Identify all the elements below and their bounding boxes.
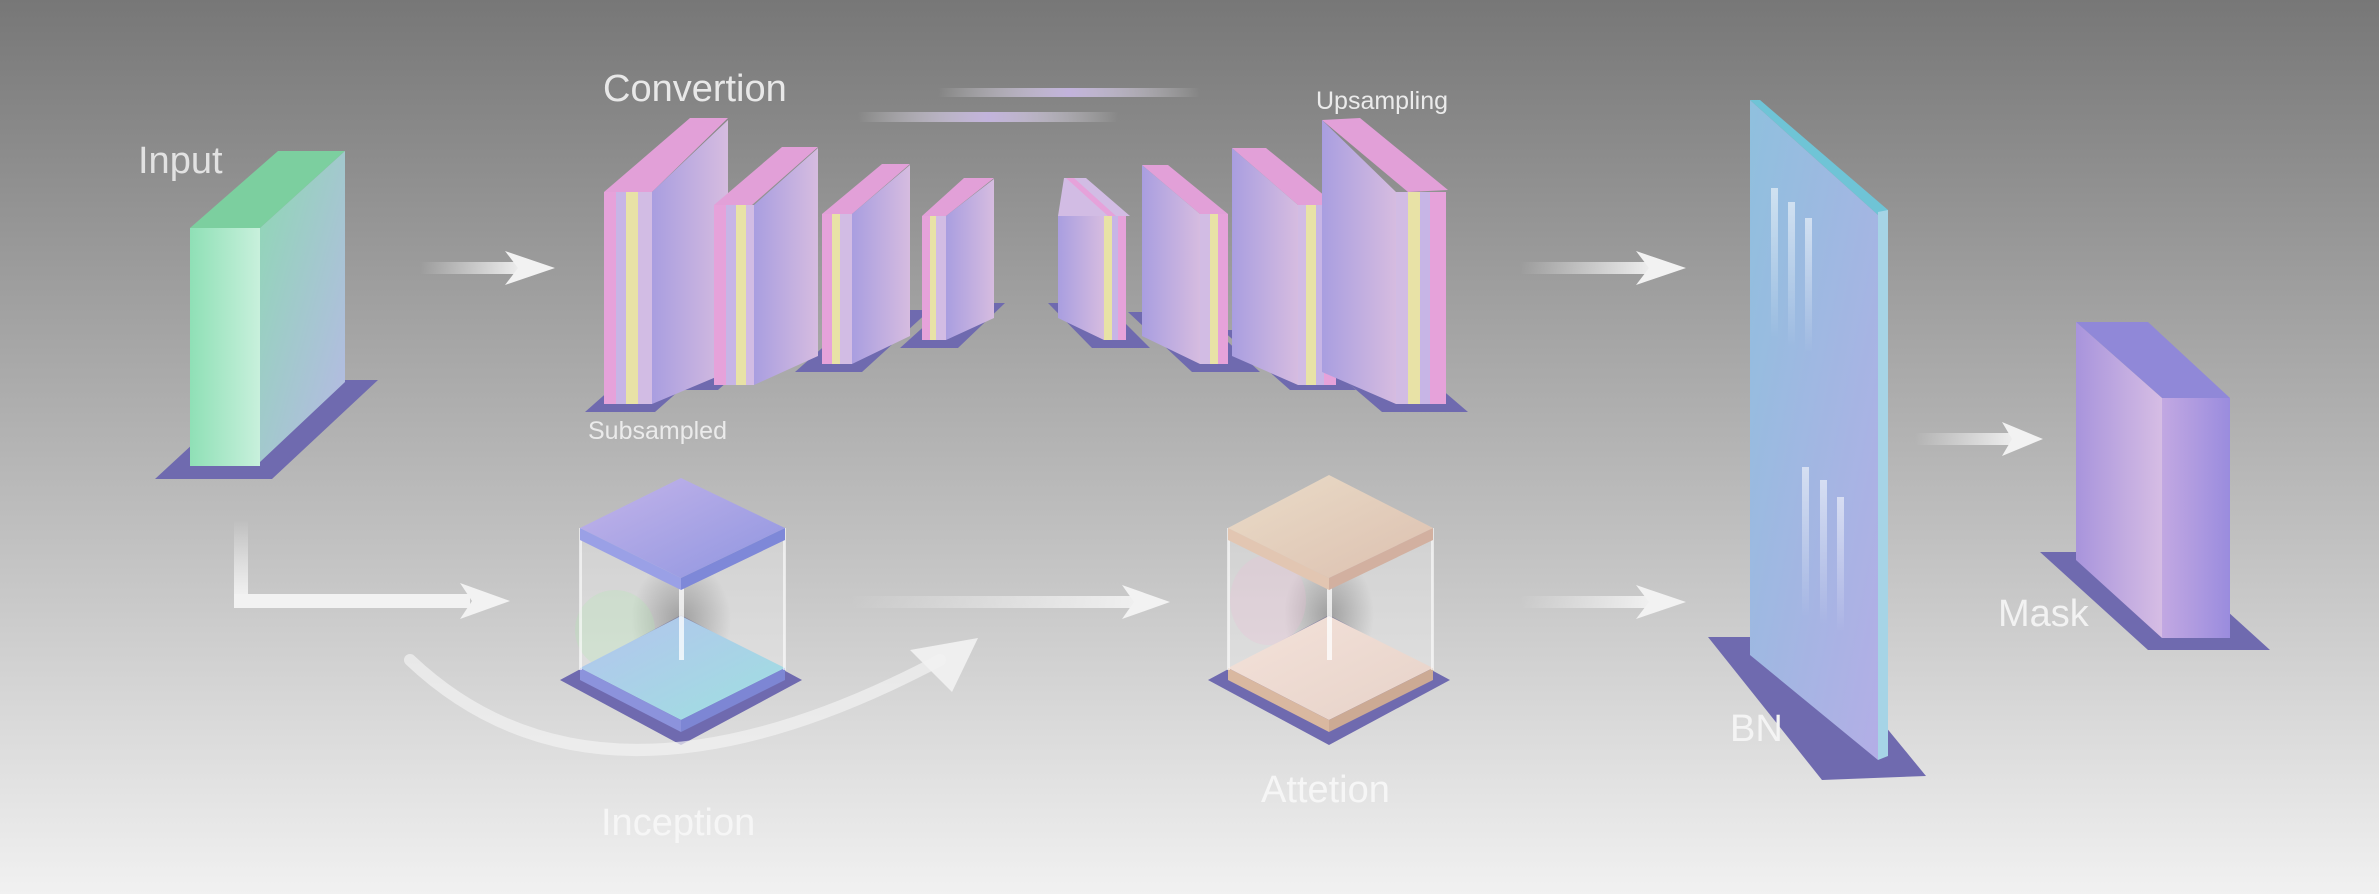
curved-arrow-icon: [404, 638, 978, 756]
decoder-block-1: [1058, 178, 1130, 340]
bottleneck-bar: [858, 112, 1118, 122]
flow-arrows: [234, 251, 2043, 756]
decoder-block-4: [1322, 118, 1448, 404]
bn-tick: [1820, 480, 1827, 625]
bn-tick: [1837, 497, 1844, 632]
encoder-block-3: [822, 164, 910, 364]
input-label: Input: [138, 140, 223, 182]
upsampling-label: Upsampling: [1316, 87, 1449, 115]
convertion-label: Convertion: [603, 68, 787, 110]
right-arrow-icon: [1520, 251, 1686, 285]
right-arrow-icon: [234, 520, 510, 619]
subsampled-label: Subsampled: [588, 417, 727, 445]
bn-tick: [1788, 202, 1795, 347]
mask-block: [2040, 322, 2270, 650]
inception-label: Inception: [601, 802, 756, 844]
bn-block: [1708, 100, 1926, 780]
attention-block: [1208, 475, 1450, 745]
right-arrow-icon: [1915, 422, 2043, 456]
encoder-block-2: [714, 147, 818, 385]
right-arrow-icon: [850, 585, 1170, 619]
bn-tick: [1805, 218, 1812, 353]
bottleneck-bar: [938, 88, 1200, 97]
attetion-label: Attetion: [1261, 769, 1390, 811]
bn-tick: [1771, 188, 1778, 338]
encoder-block-1: [604, 118, 728, 404]
right-arrow-icon: [1520, 585, 1686, 619]
encoder-stack: [585, 118, 1005, 412]
bn-tick: [1802, 467, 1809, 617]
bn-label: BN: [1730, 708, 1783, 750]
decoder-stack: [1048, 118, 1468, 412]
right-arrow-icon: [420, 251, 555, 285]
input-block: [155, 151, 378, 479]
mask-label: Mask: [1998, 593, 2089, 635]
inception-block: [560, 478, 802, 745]
decoder-block-2: [1142, 165, 1228, 364]
encoder-block-4: [922, 178, 994, 340]
